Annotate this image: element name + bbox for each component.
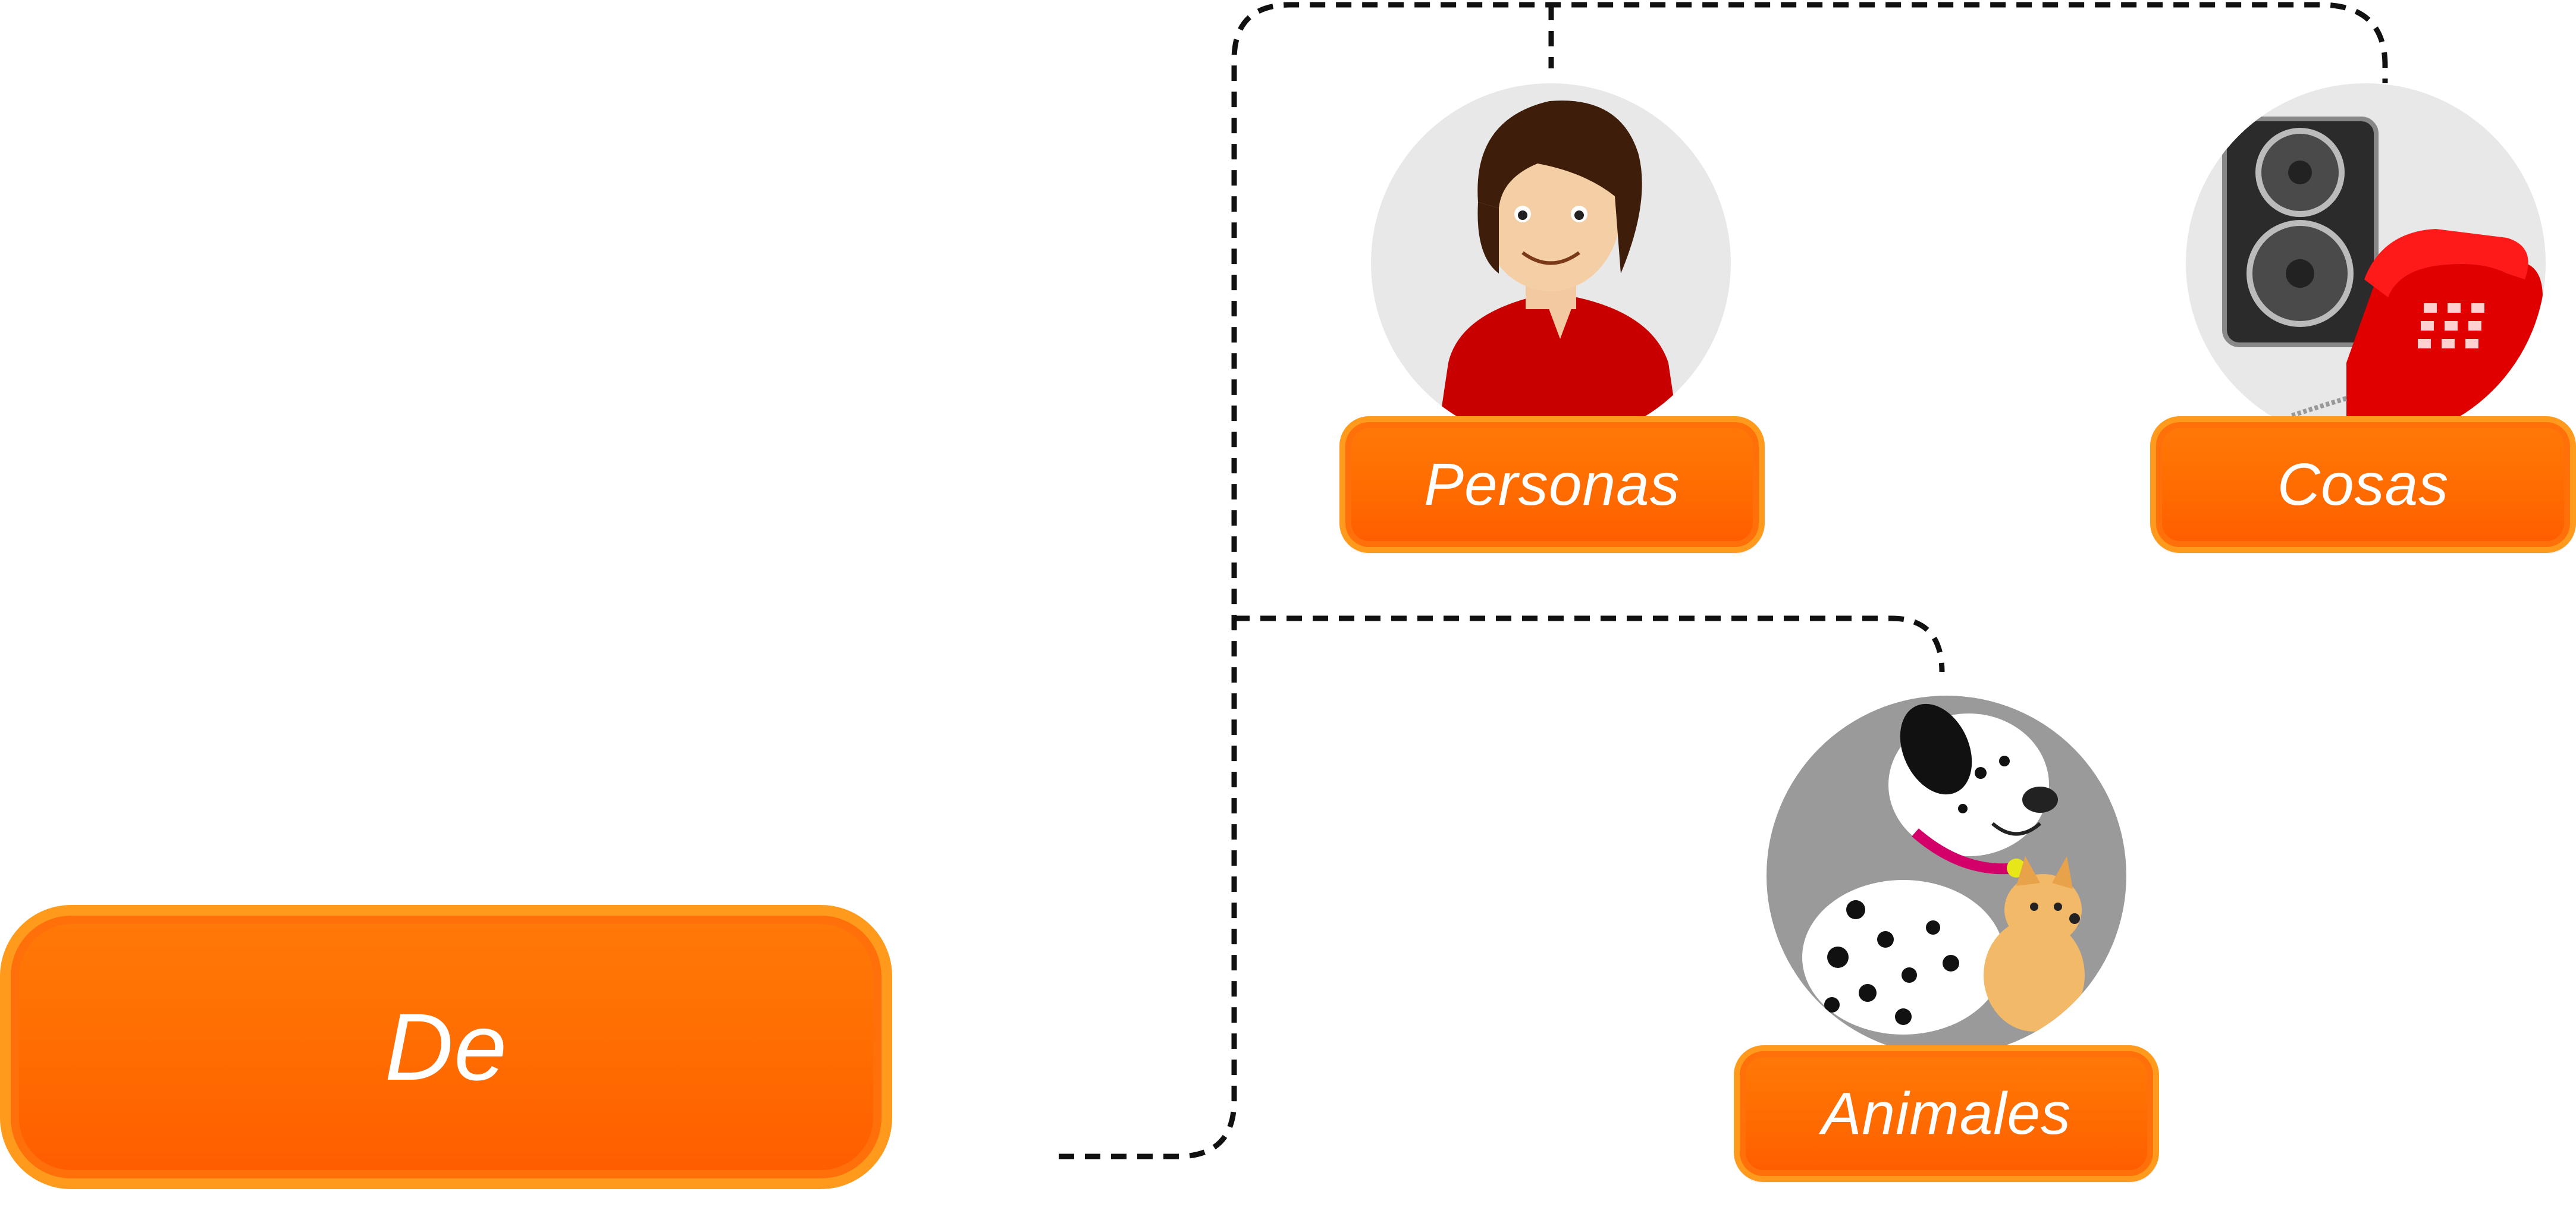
connector-root-trunk (1059, 2, 2388, 1159)
connector-animales (1234, 615, 1945, 672)
cosas-image (2186, 83, 2546, 443)
category-button-cosas[interactable]: Cosas (2150, 416, 2576, 553)
speaker-telephone-icon (2222, 117, 2543, 419)
root-node-de[interactable]: De (0, 905, 892, 1189)
dogs-icon (1802, 703, 2085, 1035)
root-node-label: De (384, 994, 508, 1100)
person-icon (1436, 100, 1680, 443)
category-label-animales: Animales (1821, 1080, 2072, 1147)
category-button-animales[interactable]: Animales (1734, 1045, 2159, 1182)
category-button-personas[interactable]: Personas (1339, 416, 1765, 553)
personas-image (1371, 83, 1731, 443)
category-label-personas: Personas (1424, 451, 1680, 518)
category-label-cosas: Cosas (2277, 451, 2449, 518)
animales-image (1767, 696, 2126, 1055)
